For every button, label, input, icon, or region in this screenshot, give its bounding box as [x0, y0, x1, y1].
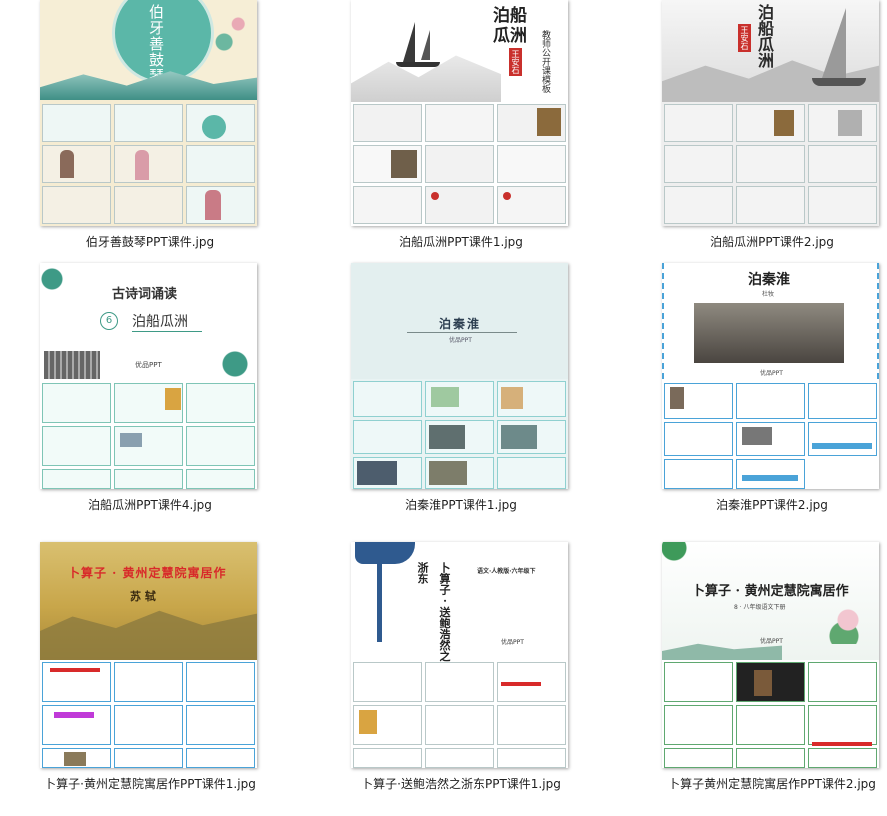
thumbnail-6: 泊秦淮 杜牧 优品PPT: [662, 263, 879, 489]
lesson-badge: 6: [100, 312, 118, 330]
cover-title: 泊船瓜洲: [132, 314, 188, 330]
file-name[interactable]: 泊秦淮PPT课件1.jpg: [405, 498, 517, 512]
thumbnail-3: 泊船瓜洲 王安石: [662, 0, 879, 226]
brand-label: 优品PPT: [501, 639, 524, 646]
thumbnail-8: 卜算子 · 送鲍浩然之浙东 语文·人教版·六年级下 优品PPT: [351, 542, 568, 768]
cover-title: 卜算子 · 送鲍浩然之浙东: [416, 562, 451, 662]
cover-header: 语文·人教版·六年级下: [477, 568, 536, 575]
file-name[interactable]: 卜算子黄州定慧院寓居作PPT课件2.jpg: [668, 777, 876, 791]
file-tile-5[interactable]: 泊秦淮 优品PPT 泊秦淮PPT课件1.jpg: [311, 263, 611, 533]
cover-title: 泊船瓜洲: [755, 4, 774, 68]
thumbnail-4: 古诗词诵读 6 泊船瓜洲 优品PPT: [40, 263, 257, 489]
cover-author: 苏 轼: [130, 590, 156, 603]
cover-subtitle: 教师公开课模板: [540, 30, 550, 93]
file-name[interactable]: 泊船瓜洲PPT课件2.jpg: [710, 235, 834, 249]
brand-label: 优品PPT: [760, 638, 783, 645]
thumbnail-1: 伯牙善鼓琴: [40, 0, 257, 226]
cover-title: 伯牙善鼓琴: [147, 4, 165, 84]
cover-subtitle: 8 · 八年级语文下册: [734, 604, 786, 611]
file-name[interactable]: 泊船瓜洲PPT课件4.jpg: [88, 498, 212, 512]
file-tile-2[interactable]: 泊船瓜洲 教师公开课模板 王安石 泊船瓜洲PPT课件1.jpg: [311, 0, 611, 270]
file-tile-3[interactable]: 泊船瓜洲 王安石 泊船瓜洲PPT课件2.jpg: [622, 0, 887, 270]
brand-label: 优品PPT: [449, 337, 472, 344]
cover-title: 泊秦淮: [748, 272, 790, 288]
thumbnail-2: 泊船瓜洲 教师公开课模板 王安石: [351, 0, 568, 226]
file-tile-9[interactable]: 卜算子 · 黄州定慧院寓居作 8 · 八年级语文下册 优品PPT 卜算子黄州定慧…: [622, 542, 887, 812]
file-tile-8[interactable]: 卜算子 · 送鲍浩然之浙东 语文·人教版·六年级下 优品PPT 卜算子·送鲍浩然…: [311, 542, 611, 812]
file-tile-7[interactable]: 卜算子 · 黄州定慧院寓居作 苏 轼 卜算子·黄州定慧院寓居作PPT课件1.jp…: [0, 542, 300, 812]
cover-title: 卜算子 · 黄州定慧院寓居作: [692, 584, 849, 599]
thumbnail-5: 泊秦淮 优品PPT: [351, 263, 568, 489]
thumbnail-7: 卜算子 · 黄州定慧院寓居作 苏 轼: [40, 542, 257, 768]
file-tile-4[interactable]: 古诗词诵读 6 泊船瓜洲 优品PPT 泊船瓜洲PPT课件4.jpg: [0, 263, 300, 533]
brand-label: 优品PPT: [135, 361, 162, 369]
file-name[interactable]: 卜算子·黄州定慧院寓居作PPT课件1.jpg: [44, 777, 256, 791]
author-stamp: 王安石: [738, 24, 751, 52]
file-name[interactable]: 泊秦淮PPT课件2.jpg: [716, 498, 828, 512]
cover-title: 卜算子 · 黄州定慧院寓居作: [68, 566, 227, 580]
cover-title: 泊船瓜洲: [493, 6, 527, 46]
cover-subtitle: 杜牧: [762, 291, 775, 298]
author-stamp: 王安石: [509, 48, 522, 76]
thumbnail-9: 卜算子 · 黄州定慧院寓居作 8 · 八年级语文下册 优品PPT: [662, 542, 879, 768]
cover-heading: 古诗词诵读: [112, 287, 178, 302]
file-name[interactable]: 伯牙善鼓琴PPT课件.jpg: [85, 235, 215, 249]
file-tile-6[interactable]: 泊秦淮 杜牧 优品PPT 泊秦淮PPT课件2.jpg: [622, 263, 887, 533]
file-tile-1[interactable]: 伯牙善鼓琴 伯牙善鼓琴PPT课件.jpg: [0, 0, 300, 270]
brand-label: 优品PPT: [760, 370, 783, 377]
file-name[interactable]: 卜算子·送鲍浩然之浙东PPT课件1.jpg: [361, 777, 561, 791]
cover-title: 泊秦淮: [439, 317, 482, 331]
file-name[interactable]: 泊船瓜洲PPT课件1.jpg: [399, 235, 523, 249]
